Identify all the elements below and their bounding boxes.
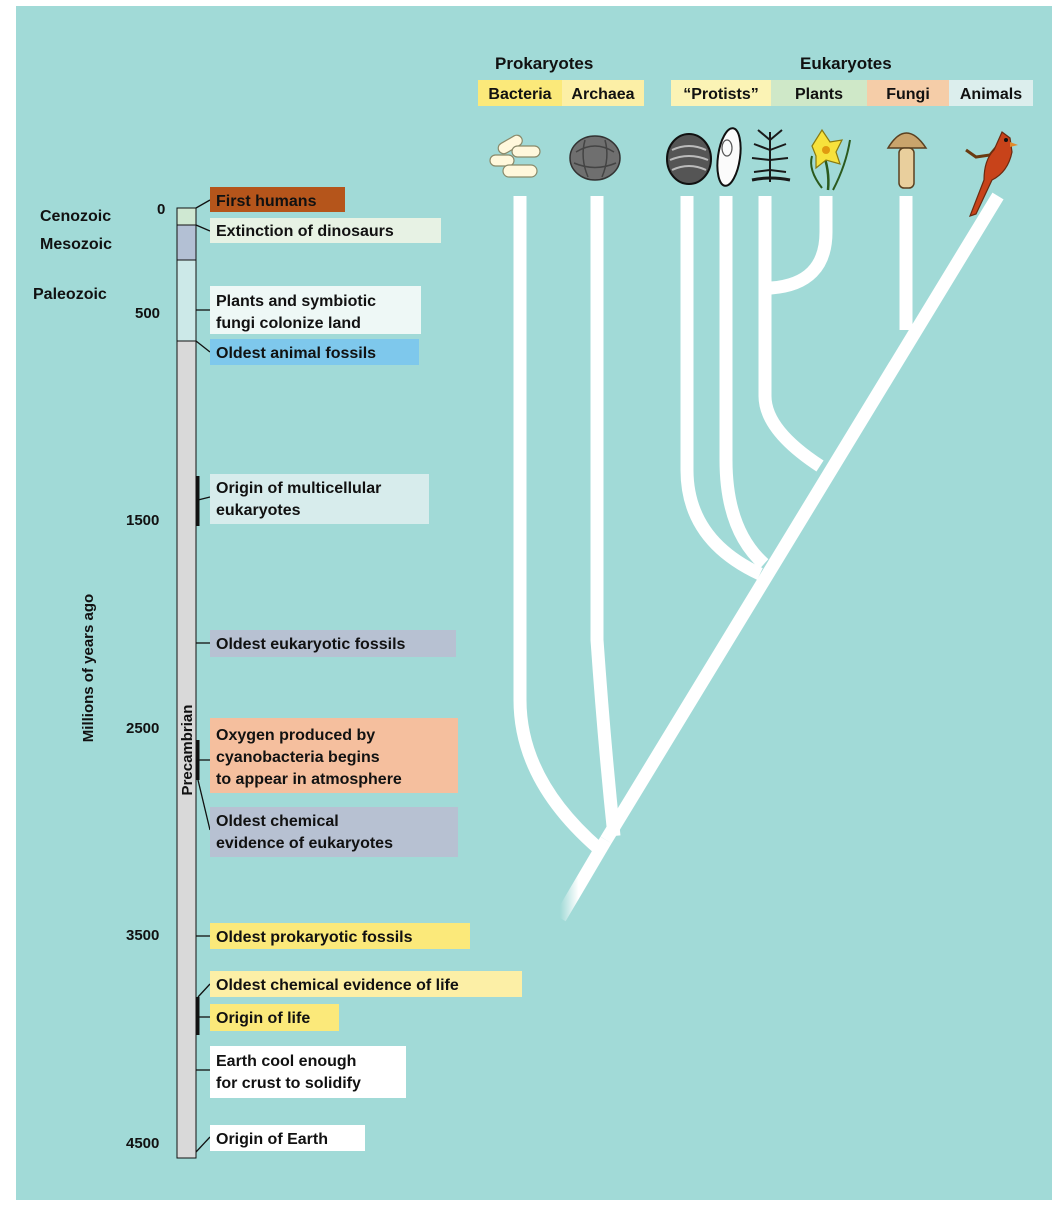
svg-text:Oldest eukaryotic fossils: Oldest eukaryotic fossils [216, 636, 406, 653]
branch-flowers [770, 196, 833, 295]
event-origin-of-earth: Origin of Earth [210, 1125, 365, 1151]
group-animals: Animals [949, 80, 1033, 106]
event-extinction-of-dinosaurs: Extinction of dinosaurs [210, 218, 441, 243]
svg-text:Oldest prokaryotic fossils: Oldest prokaryotic fossils [216, 929, 413, 946]
era-mesozoic: Mesozoic [40, 236, 112, 253]
protist-icon [666, 133, 712, 185]
svg-text:Animals: Animals [960, 86, 1022, 103]
event-oldest-eukaryotic-fossils: Oldest eukaryotic fossils [210, 630, 456, 657]
svg-text:Extinction of dinosaurs: Extinction of dinosaurs [216, 223, 394, 240]
mushroom-icon [886, 132, 928, 189]
branch-plants [758, 196, 824, 472]
era-cenozoic: Cenozoic [40, 208, 111, 225]
flower-icon [810, 128, 851, 191]
tick-4500: 4500 [126, 1135, 159, 1152]
branch-protists-b [719, 196, 769, 569]
bird-icon [965, 131, 1018, 217]
group-protists: “Protists” [671, 80, 771, 106]
event-oldest-animal-fossils: Oldest animal fossils [210, 339, 419, 365]
tick-3500: 3500 [126, 927, 159, 944]
svg-text:Archaea: Archaea [571, 86, 634, 103]
bacteria-icon [489, 134, 541, 178]
group-archaea: Archaea [562, 80, 644, 106]
svg-text:fungi colonize land: fungi colonize land [216, 315, 361, 332]
svg-text:evidence of eukaryotes: evidence of eukaryotes [216, 835, 393, 852]
svg-text:for crust to solidify: for crust to solidify [216, 1075, 361, 1092]
tick-500: 500 [135, 305, 160, 322]
tick-1500: 1500 [126, 512, 159, 529]
svg-text:Earth cool enough: Earth cool enough [216, 1053, 356, 1070]
svg-text:to appear in atmosphere: to appear in atmosphere [216, 771, 402, 788]
svg-text:Origin of multicellular: Origin of multicellular [216, 480, 381, 497]
domain-prokaryotes: Prokaryotes [495, 54, 593, 73]
branch-protists-a [680, 196, 763, 580]
protist-cell-icon [716, 127, 742, 187]
era-bar-mesozoic [176, 224, 197, 261]
event-oxygen-produced: Oxygen produced by cyanobacteria begins … [210, 718, 458, 793]
axis-title: Millions of years ago [80, 594, 97, 742]
event-chemical-evidence-life: Oldest chemical evidence of life [210, 971, 522, 997]
svg-text:Oxygen produced by: Oxygen produced by [216, 727, 375, 744]
event-origin-multicellular-eukaryotes: Origin of multicellular eukaryotes [210, 474, 429, 524]
tick-2500: 2500 [126, 720, 159, 737]
event-earth-crust-solidify: Earth cool enough for crust to solidify [210, 1046, 406, 1098]
event-chemical-evidence-eukaryotes: Oldest chemical evidence of eukaryotes [210, 807, 458, 857]
era-precambrian-label: Precambrian [179, 705, 196, 796]
branch-bacteria [513, 196, 603, 853]
group-fungi: Fungi [867, 80, 949, 106]
event-origin-of-life: Origin of life [210, 1004, 339, 1031]
domain-eukaryotes: Eukaryotes [800, 54, 892, 73]
event-oldest-prokaryotic-fossils: Oldest prokaryotic fossils [210, 923, 470, 949]
era-paleozoic: Paleozoic [33, 286, 107, 303]
svg-text:Oldest chemical evidence of li: Oldest chemical evidence of life [216, 977, 459, 994]
svg-text:Origin of Earth: Origin of Earth [216, 1131, 328, 1148]
event-connectors [195, 199, 211, 1153]
plant-icon [751, 129, 791, 182]
svg-text:cyanobacteria begins: cyanobacteria begins [216, 749, 380, 766]
svg-text:Oldest chemical: Oldest chemical [216, 813, 339, 830]
group-bacteria: Bacteria [478, 80, 562, 106]
group-plants: Plants [771, 80, 867, 106]
evolution-timeline-diagram: Millions of years ago Cenozoic Mesozoic … [33, 54, 1033, 1159]
svg-text:“Protists”: “Protists” [683, 86, 759, 103]
event-plants-fungi-colonize-land: Plants and symbiotic fungi colonize land [210, 286, 421, 334]
archaea-icon [569, 135, 621, 181]
svg-text:Oldest animal fossils: Oldest animal fossils [216, 345, 376, 362]
branch-animals-trunk [600, 192, 1004, 844]
era-bar-cenozoic [176, 207, 197, 226]
svg-text:Origin of life: Origin of life [216, 1010, 310, 1027]
svg-text:Plants: Plants [795, 86, 843, 103]
branch-archaea [590, 196, 621, 837]
tick-0: 0 [157, 201, 165, 218]
svg-text:First humans: First humans [216, 193, 317, 210]
figure-panel: Millions of years ago Cenozoic Mesozoic … [16, 6, 1052, 1200]
era-bar-precambrian [176, 340, 197, 1159]
event-first-humans: First humans [210, 187, 345, 212]
phylogenetic-tree [513, 192, 1004, 853]
svg-text:Fungi: Fungi [886, 86, 930, 103]
svg-text:eukaryotes: eukaryotes [216, 502, 301, 519]
tree-root [554, 836, 612, 922]
svg-text:Plants and symbiotic: Plants and symbiotic [216, 293, 376, 310]
era-bar-paleozoic [176, 259, 197, 342]
svg-text:Bacteria: Bacteria [488, 86, 551, 103]
